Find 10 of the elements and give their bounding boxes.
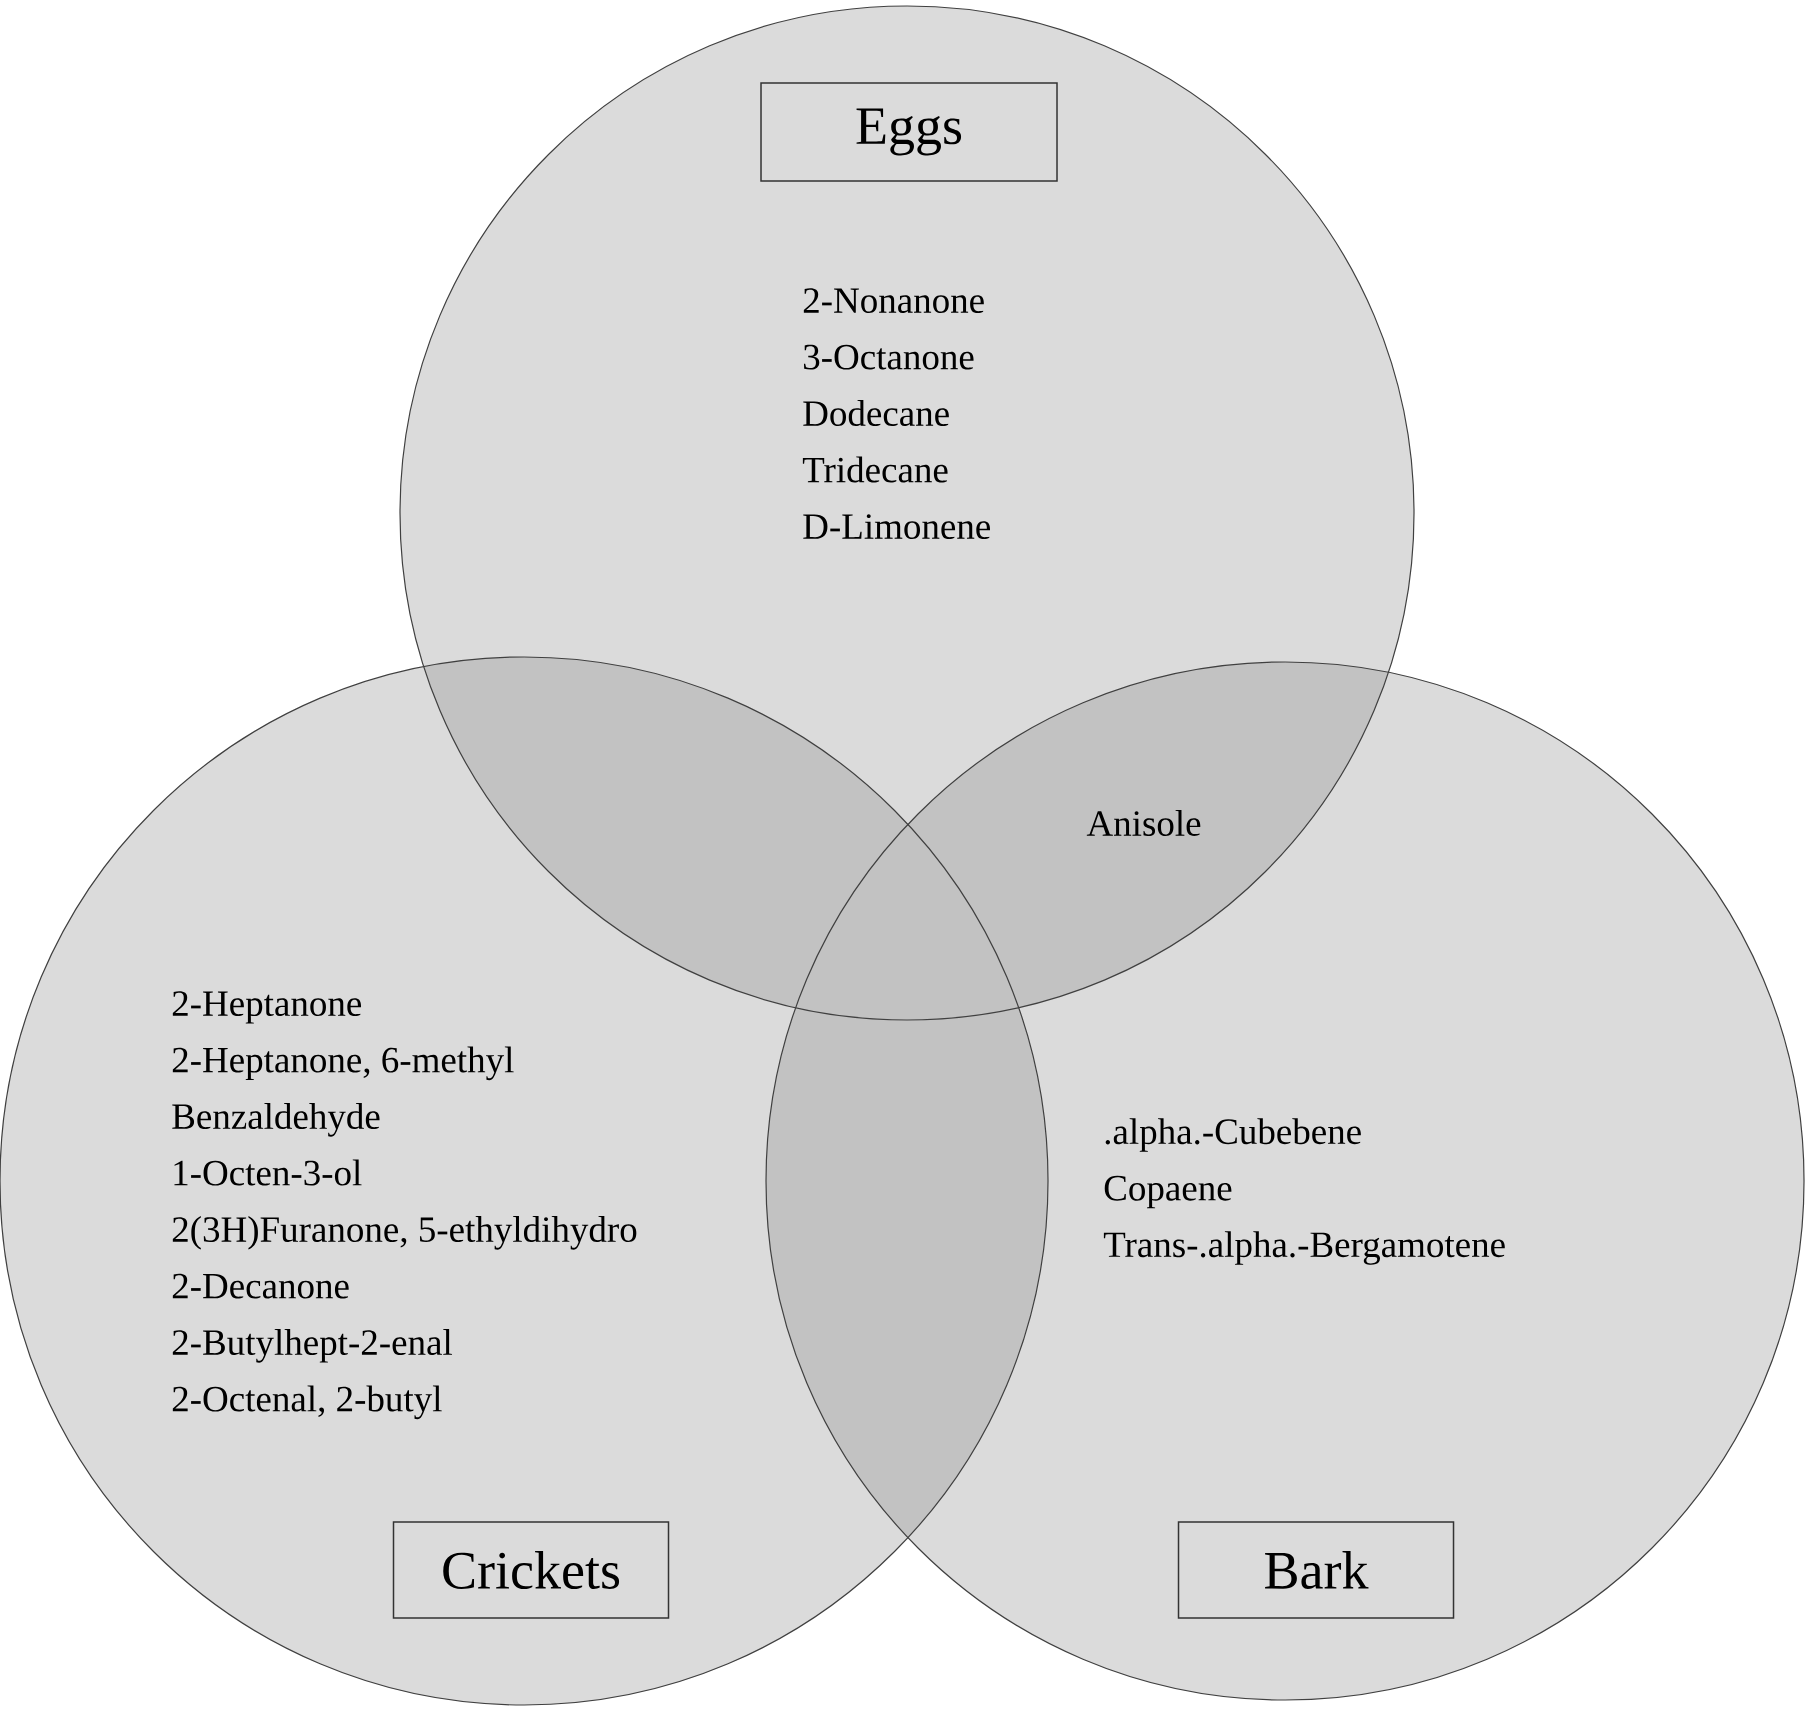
- venn-circle: [0, 656, 1049, 1706]
- compound-list: .alpha.-Cubebene Copaene Trans-.alpha.-Bergamotene: [1103, 1118, 1505, 1265]
- title-box: Eggs: [760, 82, 1058, 182]
- compound-label: Anisole: [1086, 809, 1201, 836]
- title-box: Crickets: [392, 1521, 670, 1619]
- compound-list: 2-Nonanone 3-Octanone Dodecane Tridecane D-Limonene: [802, 288, 990, 540]
- venn-circle: [765, 661, 1805, 1701]
- venn-circle: [399, 5, 1415, 1021]
- compound-list: 2-Heptanone 2-Heptanone, 6-methyl Benzaldehyde 1-Octen-3-ol 2(3H)Furanone, 5-ethyldihydro 2-Decanone 2-Butylhept-2-enal 2-Octenal, 2-butyl: [172, 991, 637, 1420]
- title-box: Bark: [1177, 1521, 1455, 1619]
